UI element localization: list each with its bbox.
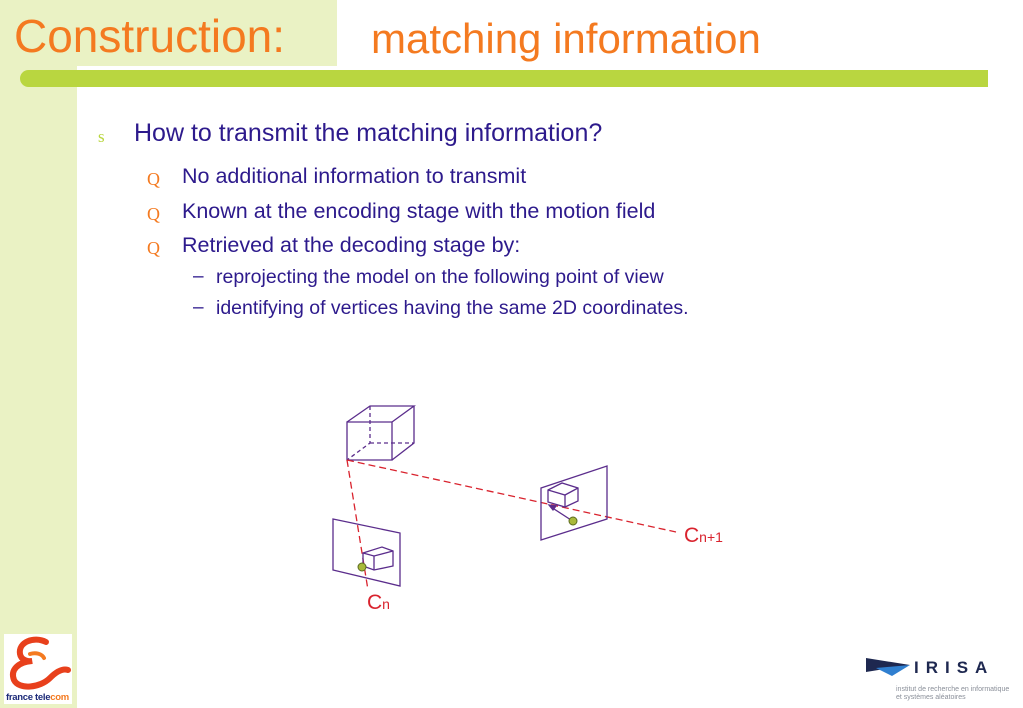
irisa-pennant-icon [866,658,910,676]
bullet-marker-level2: Q [147,238,160,258]
france-telecom-wordmark: france telecom [6,692,69,703]
bullet-marker-level2: Q [147,204,160,224]
ampersand-e-logo-icon [10,636,71,690]
dash-marker-level3: – [193,266,204,287]
slide-subtitle: matching information [371,15,761,62]
france-telecom-logo: france telecom [4,634,72,704]
subsub-bullet-2: identifying of vertices having the same … [216,297,689,319]
matched-vertex-marker-n1 [568,516,578,526]
model-cube [346,405,416,461]
projection-rays [346,459,677,591]
sidebar-band [0,0,77,708]
camera-label-n1: Cn+1 [684,524,723,547]
slide-title: Construction: [14,10,286,62]
image-plane-n1 [540,465,608,541]
bullet-marker-level2: Q [147,169,160,189]
sub-bullet-2: Known at the encoding stage with the mot… [182,199,656,223]
camera-label-n: Cn [367,591,390,614]
subsub-bullet-1: reprojecting the model on the following … [216,266,664,288]
irisa-tagline: institut de recherche en informatique et… [896,686,1010,701]
title-background [0,0,337,66]
dash-marker-level3: – [193,297,204,318]
bullet-marker-level1: s [98,127,105,146]
image-plane-n [332,518,401,587]
sub-bullet-3: Retrieved at the decoding stage by: [182,233,521,257]
irisa-wordmark: IRISA [914,658,995,677]
irisa-logo: IRISA institut de recherche en informati… [866,652,1023,708]
sub-bullet-1: No additional information to transmit [182,164,527,188]
bullet-main-text: How to transmit the matching information… [134,119,603,147]
title-underline-bar [20,70,988,87]
matched-vertex-marker-n [357,562,367,572]
